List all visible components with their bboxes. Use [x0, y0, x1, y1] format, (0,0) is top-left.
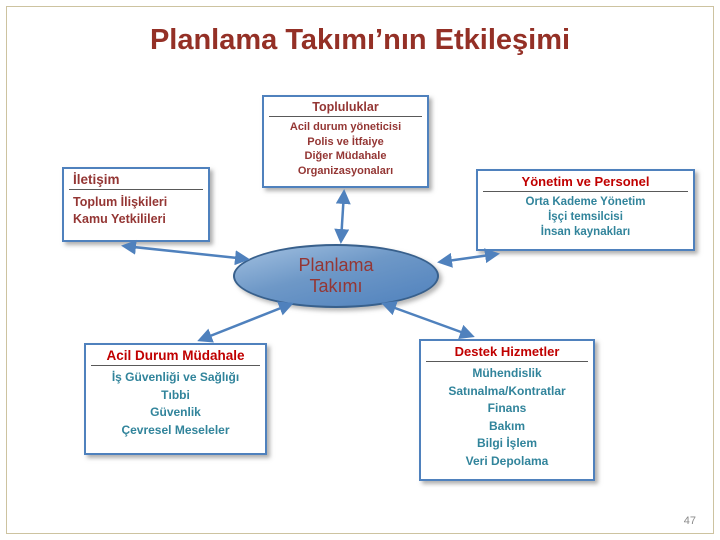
- box-iletisim-header: İletişim: [69, 169, 203, 190]
- arrow-to-acil: [197, 301, 294, 343]
- box-line: Güvenlik: [150, 405, 201, 419]
- arrow-to-destek: [381, 301, 475, 339]
- box-line: İş Güvenliği ve Sağlığı: [111, 370, 240, 384]
- box-topluluklar-header: Topluluklar: [269, 97, 422, 117]
- box-line: Finans: [487, 401, 527, 415]
- box-line: Bilgi İşlem: [476, 436, 538, 450]
- box-destek-header: Destek Hizmetler: [426, 341, 588, 362]
- box-line: Veri Depolama: [465, 453, 549, 468]
- planlama-takimi-ellipse: Planlama Takımı: [233, 244, 439, 308]
- box-line: İnsan kaynakları: [540, 226, 631, 238]
- box-line: Çevresel Meseleler: [121, 422, 230, 437]
- box-line: Tıbbi: [161, 387, 190, 402]
- box-line: Kamu Yetkilileri: [73, 211, 166, 226]
- box-line: Satınalma/Kontratlar: [448, 383, 566, 398]
- ellipse-label-line1: Planlama: [298, 255, 374, 275]
- page-number: 47: [683, 515, 696, 527]
- box-line: Toplum İlişkileri: [73, 195, 168, 209]
- box-line: Mühendislik: [472, 366, 542, 380]
- box-acil-header: Acil Durum Müdahale: [91, 345, 260, 366]
- box-line: Polis ve İtfaiye: [307, 135, 384, 148]
- arrow-to-topluluklar: [334, 189, 351, 244]
- box-line: Acil durum yöneticisi: [289, 121, 402, 133]
- box-line: Bakım: [488, 418, 526, 433]
- slide-title: Planlama Takımı’nın Etkileşimi: [149, 24, 571, 56]
- box-line: Orta Kademe Yönetim: [525, 196, 646, 208]
- box-yonetim-header: Yönetim ve Personel: [483, 171, 688, 192]
- box-acil-durum-mudahale: Acil Durum Müdahale İş Güvenliği ve Sağl…: [84, 343, 267, 455]
- arrow-to-yonetim: [437, 248, 500, 268]
- ellipse-label-line2: Takımı: [309, 276, 363, 296]
- box-line: Diğer Müdahale Organizasyonaları: [297, 150, 394, 177]
- box-line: İşçi temsilcisi: [548, 211, 623, 223]
- arrow-to-iletisim: [121, 239, 250, 266]
